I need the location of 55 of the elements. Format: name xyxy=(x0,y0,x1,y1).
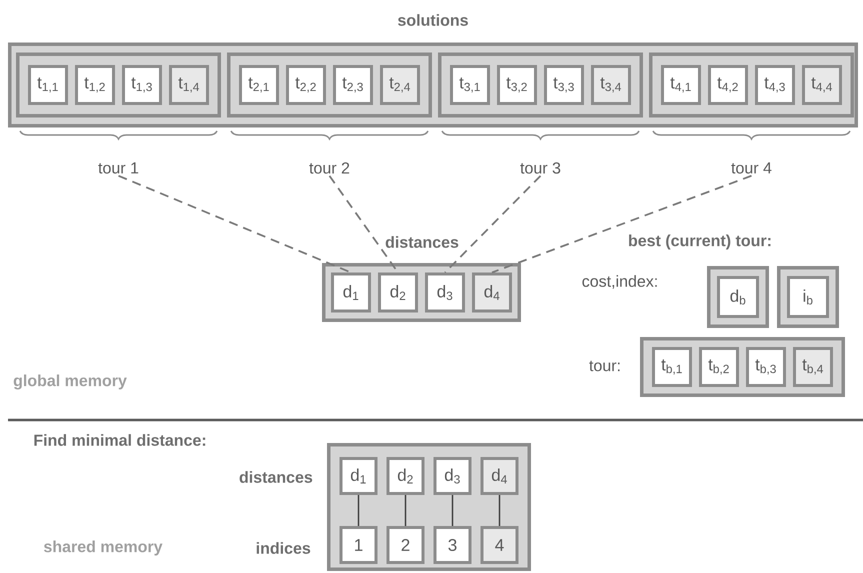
cell: d$_{2}$ xyxy=(386,457,424,495)
cell: t$_{4,4}$ xyxy=(802,65,842,105)
cell: t$_{4,3}$ xyxy=(755,65,795,105)
tour-label: tour 3 xyxy=(520,162,560,174)
label: distances xyxy=(240,471,312,483)
cell: d$_{1}$ xyxy=(340,457,378,495)
label: tour: xyxy=(589,360,620,372)
label: cost,index: xyxy=(582,275,657,289)
cell: t$_{b,2}$ xyxy=(699,347,739,387)
cell: t$_{b,4}$ xyxy=(793,347,833,387)
cell: t$_{1,4}$ xyxy=(169,65,209,105)
cell: t$_{2,4}$ xyxy=(380,65,420,105)
label: best (current) tour: xyxy=(629,234,770,250)
cell: t$_{3,1}$ xyxy=(450,65,490,105)
node-label: solutions xyxy=(398,14,468,26)
cell: t$_{2,3}$ xyxy=(333,65,373,105)
tour-label: tour 2 xyxy=(309,162,350,174)
cell: 2 xyxy=(386,526,424,564)
cell: d$_{2}$ xyxy=(378,272,418,312)
label: Find minimal distance: xyxy=(34,434,206,446)
cell: t$_{4,1}$ xyxy=(661,65,701,105)
cell: t$_{1,2}$ xyxy=(75,65,115,105)
cell: t$_{3,3}$ xyxy=(544,65,584,105)
cell: t$_{b,1}$ xyxy=(652,347,692,387)
cell: t$_{3,2}$ xyxy=(497,65,537,105)
cell: d$_{3}$ xyxy=(434,457,472,495)
tour-label: tour 1 xyxy=(98,162,138,174)
cell: 4 xyxy=(480,526,518,564)
cell: d$_{4}$ xyxy=(480,457,518,495)
node-label: distances xyxy=(386,236,458,248)
connector xyxy=(492,174,752,274)
label: indices xyxy=(256,542,310,554)
cell: t$_{2,1}$ xyxy=(239,65,279,105)
connector xyxy=(118,174,352,274)
connector xyxy=(498,495,500,526)
cell: d$_{3}$ xyxy=(425,272,465,312)
cell: t$_{b,3}$ xyxy=(746,347,786,387)
cell: 3 xyxy=(434,526,472,564)
cell: t$_{3,4}$ xyxy=(591,65,631,105)
cell: t$_{2,2}$ xyxy=(286,65,326,105)
connector xyxy=(444,175,542,274)
cell: d$_{4}$ xyxy=(472,272,512,312)
connector xyxy=(452,495,454,526)
label: global memory xyxy=(14,374,127,390)
cell: d$_{1}$ xyxy=(331,272,371,312)
connector xyxy=(358,495,360,526)
cell: t$_{1,1}$ xyxy=(28,65,68,105)
tour-label: tour 4 xyxy=(731,162,772,174)
cell: d$_{b}$ xyxy=(717,276,759,318)
cell: t$_{4,2}$ xyxy=(708,65,748,105)
cell: t$_{1,3}$ xyxy=(122,65,162,105)
cell: 1 xyxy=(340,526,378,564)
cell: i$_{b}$ xyxy=(787,276,829,318)
label: shared memory xyxy=(44,540,162,556)
connector xyxy=(404,495,406,526)
